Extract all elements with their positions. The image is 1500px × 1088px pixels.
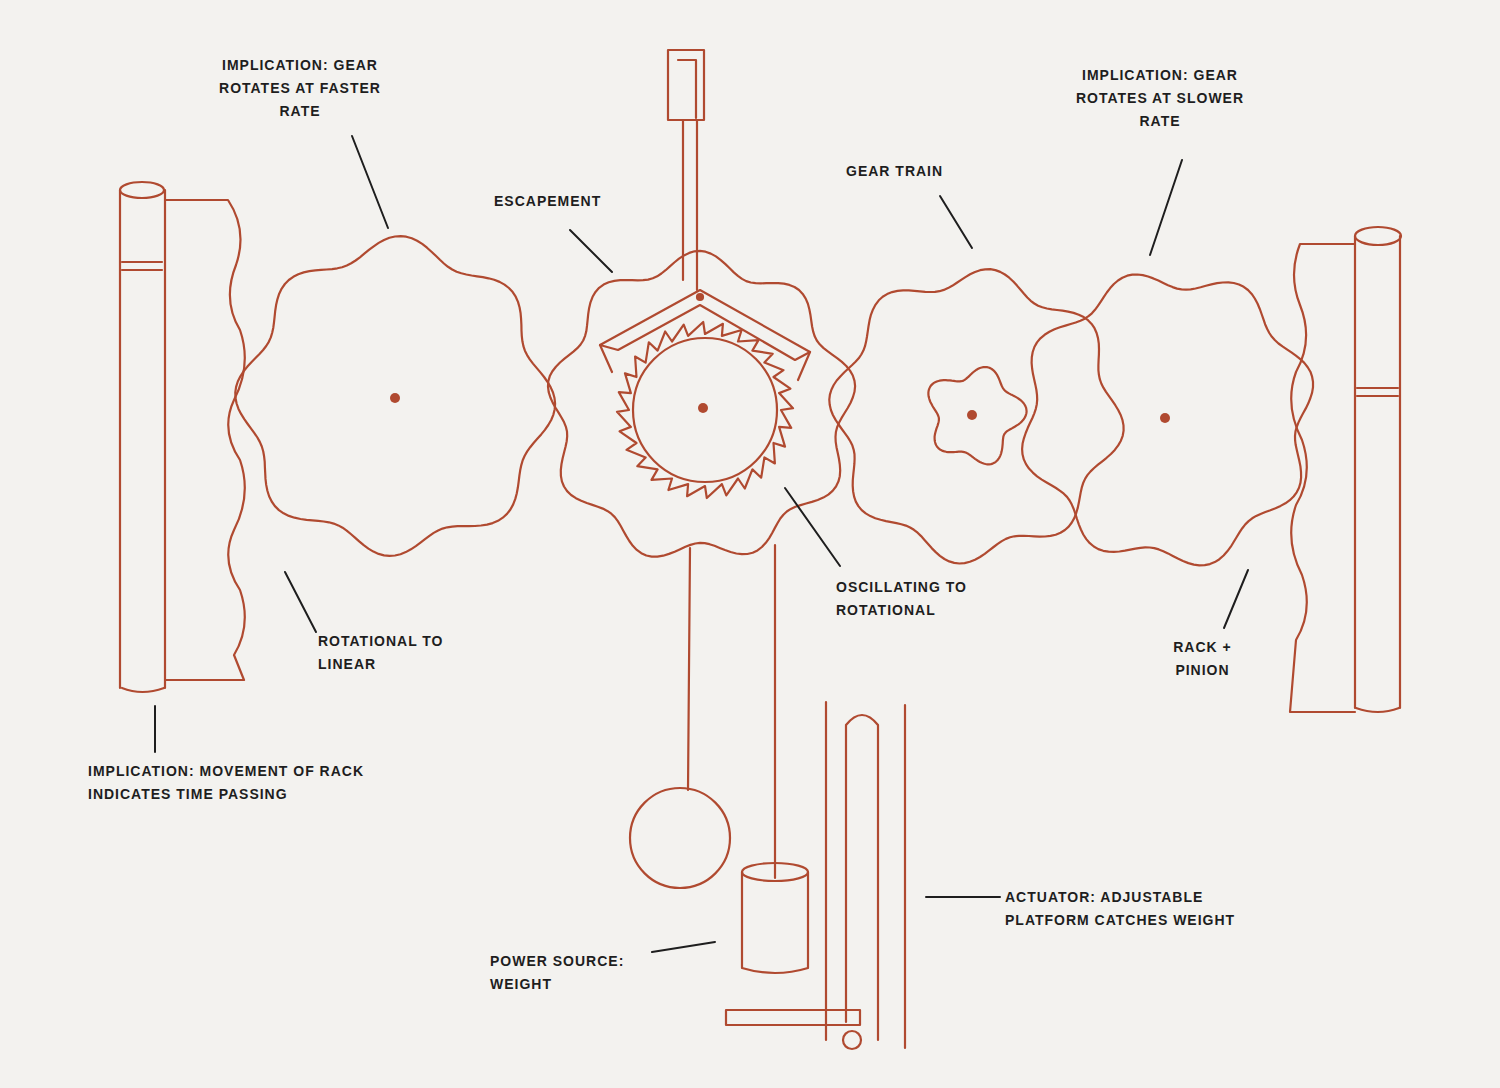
fast-gear [235, 236, 555, 556]
rack-top [120, 182, 164, 198]
pendulum-bob [630, 788, 730, 888]
sketch-annotation: POWER SOURCE: WEIGHT [490, 950, 675, 996]
weight-cord [774, 545, 776, 878]
pinion [928, 367, 1026, 464]
rack-teeth [1290, 244, 1355, 712]
rack-top [1355, 227, 1401, 245]
sketch-annotation: OSCILLATING TO ROTATIONAL [836, 576, 1036, 622]
leader-line [352, 136, 388, 228]
leader-line [926, 896, 1000, 898]
escape-wheel-gear [548, 251, 855, 557]
rack-cylinder [120, 190, 165, 688]
actuator-platform [726, 1010, 860, 1025]
axle [967, 410, 977, 420]
axle [390, 393, 400, 403]
pendulum-rod [688, 548, 690, 790]
axle [1160, 413, 1170, 423]
leader-line [570, 230, 612, 272]
axle-dots [390, 393, 1170, 423]
rack-teeth [165, 200, 245, 680]
pendulum-pivot [668, 50, 704, 120]
left-rack [120, 182, 245, 692]
leader-line [154, 706, 156, 752]
escape-wheel-teeth [617, 322, 793, 498]
weight-body [742, 872, 808, 973]
anchor-pallets [600, 345, 810, 380]
pendulum-rod [683, 120, 697, 290]
anchor [600, 290, 810, 360]
sketch-annotation: IMPLICATION: MOVEMENT OF RACK INDICATES … [88, 760, 388, 806]
rack-cylinder [1355, 236, 1400, 708]
leader-line [1150, 160, 1182, 255]
weight-top [742, 863, 808, 881]
rack-bottom [1356, 708, 1399, 712]
leader-line [785, 488, 840, 566]
sketch-annotation: IMPLICATION: GEAR ROTATES AT FASTER RATE [215, 54, 385, 123]
leader-line [285, 572, 316, 632]
sketch-annotation: IMPLICATION: GEAR ROTATES AT SLOWER RATE [1065, 64, 1255, 133]
leader-lines [155, 136, 1248, 952]
sketch-annotation: GEAR TRAIN [846, 160, 1006, 183]
leader-line [1224, 570, 1248, 628]
anchor-pivot [697, 294, 703, 300]
sketch-annotation: ACTUATOR: ADJUSTABLE PLATFORM CATCHES WE… [1005, 886, 1240, 932]
actuator-roller [843, 1031, 861, 1049]
actuator-tube [846, 715, 878, 1040]
rack-mark [1357, 388, 1398, 396]
slow-gear [1022, 275, 1313, 566]
escape-wheel-inner [633, 338, 777, 482]
rack-mark [122, 262, 162, 270]
sketch-annotation: ESCAPEMENT [494, 190, 644, 213]
leader-line [652, 942, 715, 952]
leader-line [940, 196, 972, 248]
actuator-guide [826, 702, 905, 1048]
sketch-annotation: RACK + PINION [1163, 636, 1243, 682]
sketch-annotation: ROTATIONAL TO LINEAR [318, 630, 493, 676]
rack-bottom [122, 688, 164, 692]
axle [698, 403, 708, 413]
train-gear [829, 269, 1123, 563]
right-rack [1290, 227, 1401, 712]
